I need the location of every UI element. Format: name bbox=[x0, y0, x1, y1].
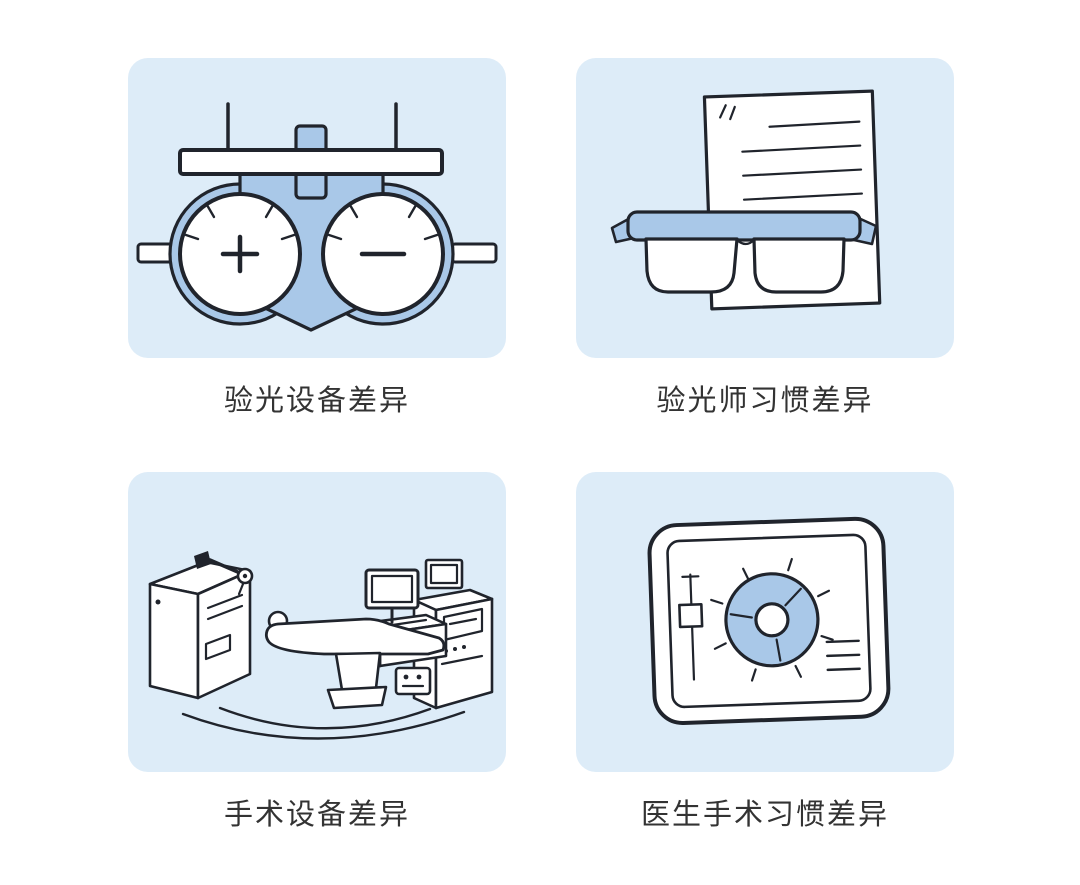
trial-frame-icon bbox=[136, 102, 498, 332]
card-optometrist-habit bbox=[576, 58, 954, 358]
card-optometry-equipment bbox=[128, 58, 506, 358]
eye-monitor-icon bbox=[647, 516, 891, 725]
illustration-grid: 验光设备差异 bbox=[128, 58, 954, 830]
card-surgical-equipment bbox=[128, 472, 506, 772]
cell-optometrist-habit: 验光师习惯差异 bbox=[576, 58, 954, 416]
cell-surgeon-habit: 医生手术习惯差异 bbox=[576, 472, 954, 830]
card-surgeon-habit bbox=[576, 472, 954, 772]
caption-surgeon-habit: 医生手术习惯差异 bbox=[640, 797, 889, 831]
surgical-machines-icon bbox=[148, 551, 494, 740]
cell-optometry-equipment: 验光设备差异 bbox=[128, 58, 506, 416]
caption-optometry-equipment: 验光设备差异 bbox=[223, 383, 410, 417]
glasses-prescription-icon bbox=[610, 89, 882, 311]
caption-optometrist-habit: 验光师习惯差异 bbox=[656, 383, 874, 417]
cell-surgical-equipment: 手术设备差异 bbox=[128, 472, 506, 830]
caption-surgical-equipment: 手术设备差异 bbox=[223, 797, 410, 831]
